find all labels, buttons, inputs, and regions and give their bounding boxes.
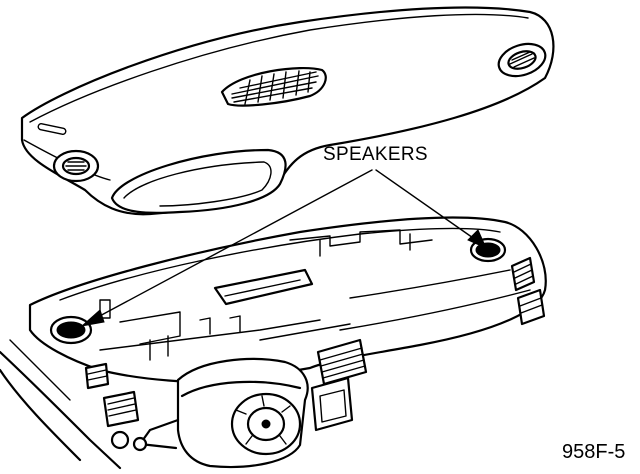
left-lower-vents [84, 362, 140, 428]
steering-column-housing [110, 357, 309, 469]
speaker-leader-lines [80, 169, 487, 327]
pad-right-vent [497, 42, 547, 78]
dash-pad-cover [20, 6, 555, 216]
speakers-callout-label: SPEAKERS [323, 144, 428, 165]
base-internal-brackets [99, 233, 411, 361]
figure-id-label: 958F-5 [562, 441, 626, 463]
left-speaker [49, 315, 93, 345]
pad-cluster-opening [110, 148, 287, 214]
base-right-vents [510, 256, 546, 326]
pad-left-vent [52, 149, 100, 183]
pad-defroster-grille [220, 67, 327, 107]
base-defroster-duct [213, 268, 314, 306]
center-stack-vents [310, 338, 368, 432]
